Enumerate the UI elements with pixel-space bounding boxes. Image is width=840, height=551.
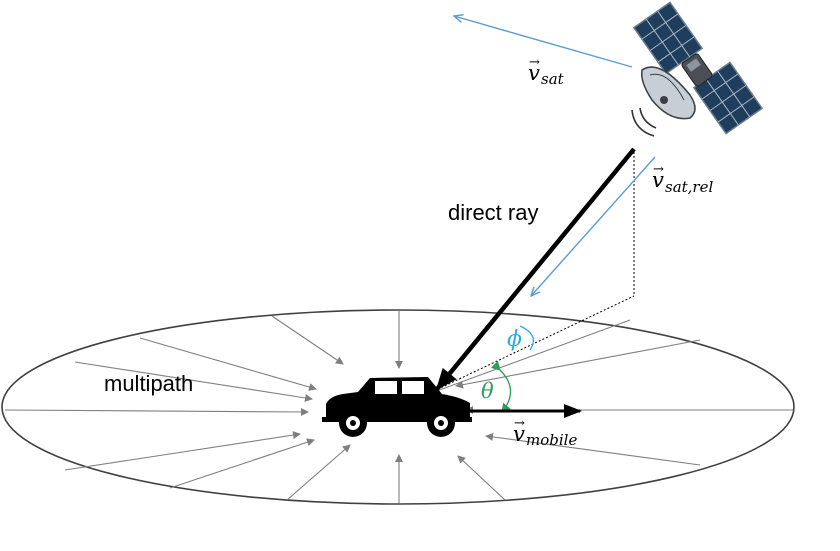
multipath-arrow — [74, 361, 313, 402]
multipath-label: multipath — [104, 371, 193, 396]
v-mobile-subscript: mobile — [526, 431, 577, 449]
v-sat-arrow-glyph: → — [529, 55, 540, 70]
multipath-arrow — [485, 432, 701, 466]
v-sat-rel-subscript: sat,rel — [665, 178, 713, 196]
v-sat-rel-label: → v sat,rel — [652, 162, 713, 196]
satellite-icon — [631, 1, 764, 137]
v-sat-arrow — [454, 16, 633, 68]
multipath-arrow — [457, 455, 506, 501]
ground-ellipse — [1, 309, 795, 505]
multipath-arrow — [139, 337, 317, 391]
theta-label: θ — [481, 379, 494, 403]
v-sat-rel-arrow — [531, 156, 656, 296]
phi-label: ϕ — [507, 327, 522, 352]
v-mobile-label: → v mobile — [513, 416, 577, 449]
v-sat-symbol: v — [528, 61, 540, 85]
v-mobile-symbol: v — [513, 422, 525, 446]
v-sat-rel-arrow-glyph: → — [653, 162, 664, 177]
phi-arc — [519, 325, 534, 351]
v-sat-label: → v sat — [528, 55, 565, 88]
horizontal-projection — [433, 295, 635, 392]
theta-reference-line — [433, 319, 631, 393]
direct-ray-arrow — [435, 147, 636, 391]
multipath-arrow — [271, 315, 344, 365]
direct-ray-label: direct ray — [448, 200, 538, 225]
v-sat-rel-symbol: v — [652, 168, 664, 192]
multipath-arrow — [286, 444, 351, 501]
v-sat-subscript: sat — [541, 70, 565, 88]
multipath-arrow — [169, 438, 315, 489]
multipath-arrow — [4, 407, 309, 416]
theta-arc — [490, 360, 512, 413]
car-icon — [322, 377, 472, 437]
v-mobile-arrow-glyph: → — [514, 416, 525, 431]
projection-lines — [433, 152, 635, 392]
multipath-arrow — [64, 431, 301, 471]
